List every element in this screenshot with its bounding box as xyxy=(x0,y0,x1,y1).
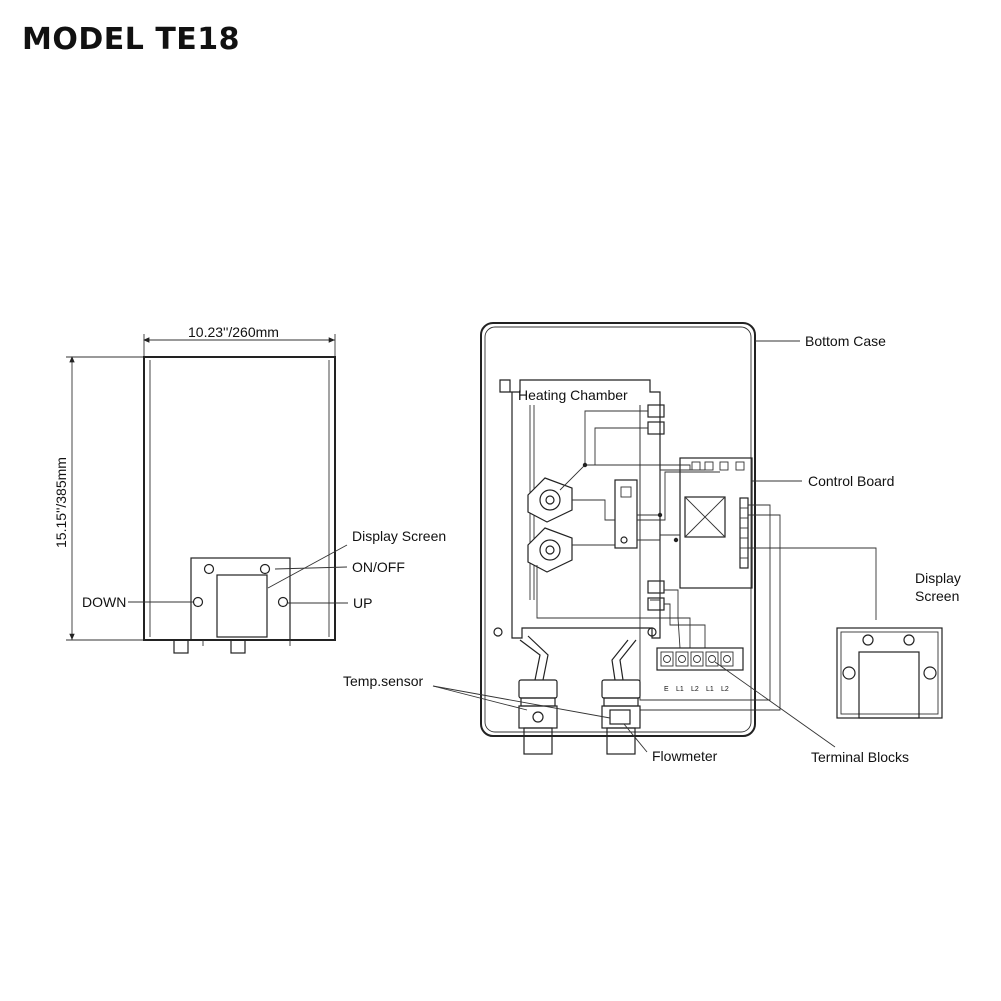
control-chip xyxy=(684,496,726,538)
terminal-label-e: E xyxy=(664,686,669,693)
label-display-screen: Display Screen xyxy=(352,528,446,544)
label-display-screen-line2: Screen xyxy=(915,588,959,604)
terminal-screws xyxy=(660,651,734,667)
flowmeter-leader xyxy=(623,723,648,753)
thermostat-lower xyxy=(527,527,573,573)
heater-front-body xyxy=(143,356,336,641)
up-button[interactable] xyxy=(277,596,289,608)
label-bottom-case: Bottom Case xyxy=(805,333,886,349)
outlet-fitting xyxy=(601,679,641,755)
label-display-screen-line1: Display xyxy=(915,570,961,586)
terminal-blocks xyxy=(656,647,744,671)
display-screen-leader xyxy=(267,544,348,589)
terminal-label-l1-a: L1 xyxy=(676,686,684,693)
width-dimension-label: 10.23''/260mm xyxy=(188,324,279,340)
height-dimension-label: 15.15''/385mm xyxy=(53,457,69,548)
display-screen-window xyxy=(858,651,920,719)
label-control-board: Control Board xyxy=(808,473,894,489)
front-button-top-right[interactable] xyxy=(259,563,271,575)
front-display-screen xyxy=(216,574,268,638)
on-off-leader xyxy=(274,566,348,570)
temp-sensor-leader-b xyxy=(432,685,611,719)
down-button[interactable] xyxy=(192,596,204,608)
control-board xyxy=(679,457,753,589)
page-title: MODEL TE18 xyxy=(22,22,241,57)
board-connector-strip xyxy=(739,497,749,569)
on-off-button[interactable] xyxy=(203,563,215,575)
display-screen-detail xyxy=(836,627,943,719)
terminal-label-l2-b: L2 xyxy=(721,686,729,693)
front-view: 10.23''/260mm 15.15''/385mm Display Scre… xyxy=(53,324,446,654)
label-terminal-blocks: Terminal Blocks xyxy=(811,749,909,765)
front-display-panel xyxy=(190,557,291,641)
label-on-off: ON/OFF xyxy=(352,559,405,575)
temp-sensor-leader-a xyxy=(432,685,528,711)
heating-chamber xyxy=(499,379,661,639)
label-temp-sensor: Temp.sensor xyxy=(343,673,423,689)
label-up: UP xyxy=(353,595,372,611)
relay-module xyxy=(614,479,638,549)
inlet-fitting xyxy=(518,679,558,755)
interior-view: Heating Chamber xyxy=(343,322,961,765)
bottom-case xyxy=(480,322,756,737)
terminal-label-l2-a: L2 xyxy=(691,686,699,693)
label-flowmeter: Flowmeter xyxy=(652,748,718,764)
terminal-label-l1-b: L1 xyxy=(706,686,714,693)
terminal-blocks-leader xyxy=(714,661,836,748)
label-heating-chamber: Heating Chamber xyxy=(518,387,628,403)
label-down: DOWN xyxy=(82,594,126,610)
